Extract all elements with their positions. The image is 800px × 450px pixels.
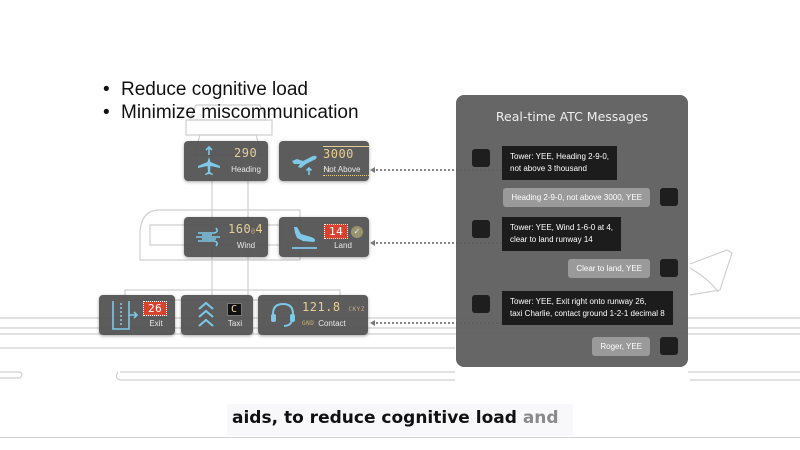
runway-exit-icon	[112, 301, 139, 330]
altitude-unit: ft	[323, 167, 332, 174]
connector-line	[376, 242, 502, 244]
pilot-avatar-icon	[660, 337, 678, 355]
tower-icon	[472, 220, 490, 238]
pilot-avatar-icon	[660, 259, 678, 277]
exit-card: 26 Exit	[99, 295, 175, 335]
exit-label: Exit	[149, 319, 163, 328]
taxi-value: C	[227, 301, 242, 316]
message-line: taxi Charlie, contact ground 1-2-1 decim…	[510, 309, 665, 318]
altitude-card: 3000 ft Not Above	[279, 141, 369, 181]
plane-landing-icon	[292, 227, 317, 249]
frequency-value: 121.8	[302, 300, 341, 314]
land-card: 14✓ Land	[279, 217, 369, 257]
plane-climb-icon	[292, 155, 317, 175]
wind-value: 160@4	[228, 222, 263, 236]
tower-message: Tower: YEE, Exit right onto runway 26, t…	[502, 291, 673, 325]
tower-message: Tower: YEE, Wind 1-6-0 at 4, clear to la…	[502, 217, 622, 251]
wind-label: Wind	[236, 241, 256, 250]
taxiway-badge: C	[227, 303, 242, 316]
exit-badge: 26	[143, 301, 168, 316]
message-line: Tower: YEE, Exit right onto runway 26,	[510, 297, 647, 306]
arrow-icon	[370, 167, 375, 173]
caption-upcoming: and	[522, 408, 559, 428]
connector-line	[376, 169, 502, 171]
connector-line	[376, 322, 502, 324]
altitude-value: 3000 ft	[323, 146, 369, 176]
wind-card: 160@4 Wind	[184, 217, 268, 257]
wind-direction: 160	[228, 222, 252, 236]
caption-background	[227, 404, 573, 436]
tower-message: Tower: YEE, Heading 2-9-0, not above 3 t…	[502, 146, 618, 180]
land-label: Land	[334, 241, 352, 250]
video-caption: aids, to reduce cognitive load and	[232, 408, 559, 428]
tower-icon	[472, 149, 490, 167]
taxi-card: C Taxi	[181, 295, 253, 335]
runway-badge: 14	[324, 224, 349, 239]
arrow-icon	[370, 320, 375, 326]
contact-card: 121.8 CKYZ GND Contact	[258, 295, 368, 335]
headset-icon	[271, 302, 295, 327]
tower-icon	[472, 295, 490, 313]
heading-card: 290 Heading	[184, 141, 268, 181]
message-line: not above 3 thousand	[510, 164, 587, 173]
message-line: clear to land runway 14	[510, 235, 593, 244]
land-value: 14✓	[324, 224, 364, 239]
caption-spoken: aids, to reduce cognitive load	[232, 408, 517, 428]
check-icon: ✓	[351, 225, 364, 238]
exit-value: 26	[143, 301, 168, 316]
bullet-list: Reduce cognitive load Minimize miscommun…	[103, 78, 359, 124]
wind-speed: 4	[255, 222, 264, 236]
contact-value: 121.8 CKYZ GND	[302, 300, 368, 328]
atc-messages-panel: Real-time ATC Messages Tower: YEE, Headi…	[456, 95, 688, 367]
pilot-message: Clear to land, YEE	[568, 259, 650, 278]
pilot-avatar-icon	[660, 188, 678, 206]
pilot-message: Roger, YEE	[592, 337, 650, 356]
arrow-icon	[370, 240, 375, 246]
wind-separator: @	[251, 228, 256, 235]
divider	[0, 437, 800, 438]
message-line: Tower: YEE, Heading 2-9-0,	[510, 152, 610, 161]
message-line: Tower: YEE, Wind 1-6-0 at 4,	[510, 223, 614, 232]
pilot-message: Heading 2-9-0, not above 3000, YEE	[503, 188, 650, 207]
altitude-label: Not Above	[323, 165, 361, 174]
heading-label: Heading	[231, 165, 261, 174]
altitude-number: 3000	[323, 147, 354, 161]
contact-label: Contact	[318, 319, 346, 328]
panel-title: Real-time ATC Messages	[495, 109, 649, 124]
heading-value: 290	[234, 146, 258, 160]
bullet-item: Minimize miscommunication	[103, 101, 359, 124]
chevrons-up-icon	[198, 301, 214, 327]
frequency-unit: CKYZ GND	[302, 306, 365, 327]
plane-up-icon	[198, 145, 220, 175]
bullet-item: Reduce cognitive load	[103, 78, 359, 101]
wind-icon	[196, 227, 220, 247]
taxi-label: Taxi	[227, 319, 243, 328]
